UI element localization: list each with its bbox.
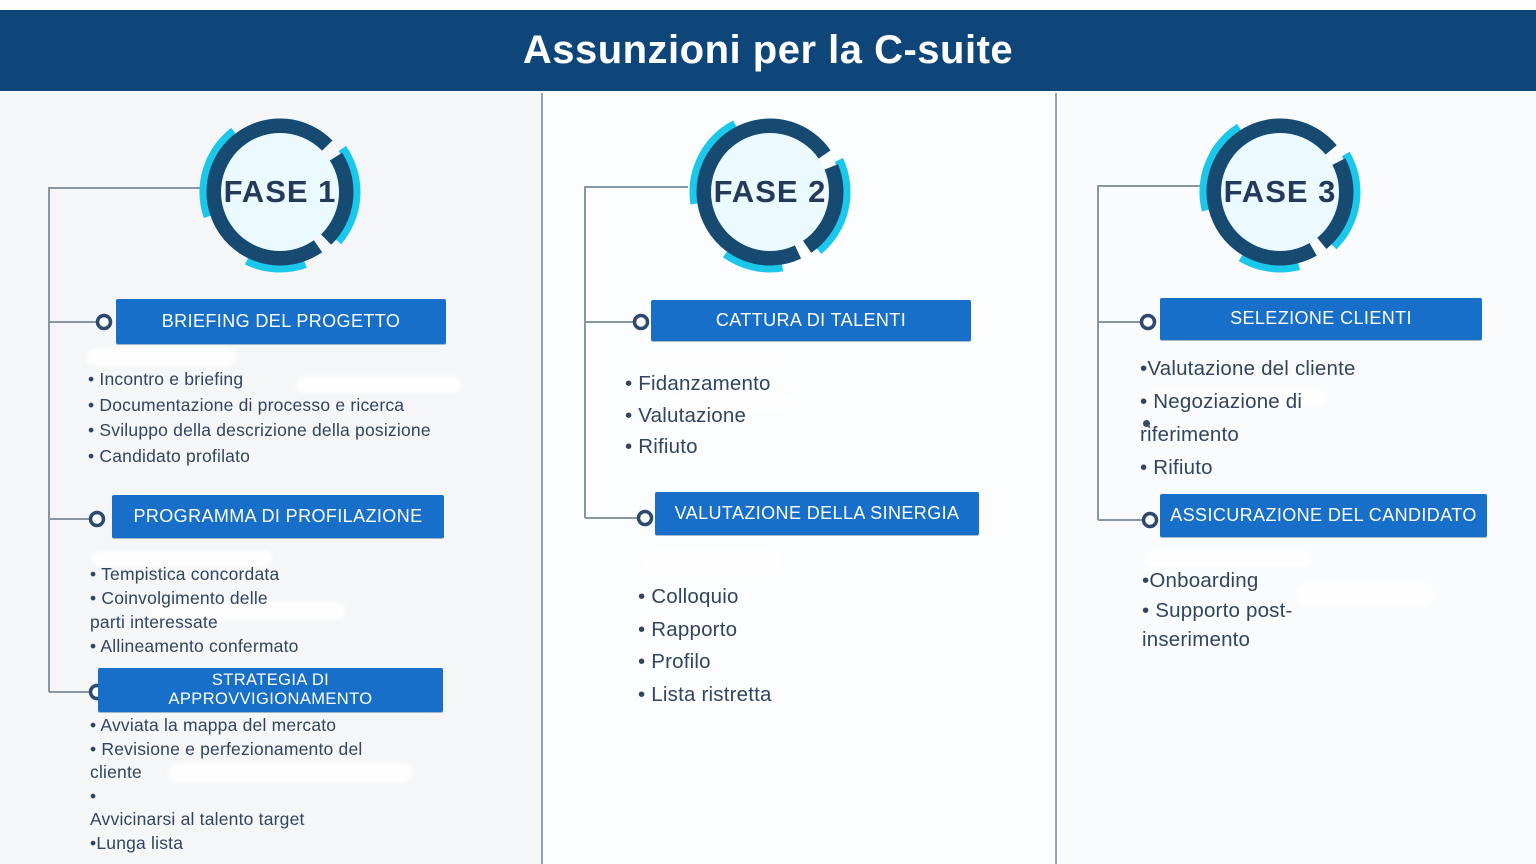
section-header-briefing-del-progetto: BRIEFING DEL PROGETTO xyxy=(116,299,446,344)
phase-badge-label: FASE 3 xyxy=(1223,174,1337,209)
phase-badge-3: FASE 3 xyxy=(1196,108,1364,276)
erased-text-smudge xyxy=(668,395,793,410)
phase-ring-icon xyxy=(1199,111,1361,273)
phase-ring-icon xyxy=(199,111,361,273)
phase-badge-label: FASE 2 xyxy=(713,174,827,209)
erased-text-smudge xyxy=(86,349,236,366)
phase-badge-label: FASE 1 xyxy=(223,174,337,209)
bullet-list-valutazione-della-sinergia: • Colloquio • Rapporto • Profilo • Lista… xyxy=(638,585,772,706)
phase-ring-icon xyxy=(689,111,851,273)
section-header-strategia-di-approvvigionamento: STRATEGIA DI APPROVVIGIONAMENTO xyxy=(98,668,443,712)
erased-text-smudge xyxy=(168,763,413,782)
erased-text-smudge xyxy=(645,550,780,577)
bullet-list-cattura-di-talenti: • Fidanzamento • Valutazione • Rifiuto xyxy=(625,372,771,458)
erased-text-smudge xyxy=(1146,551,1311,567)
bullet-list-briefing-del-progetto: • Incontro e briefing • Documentazione d… xyxy=(88,369,431,466)
erased-text-smudge xyxy=(638,352,778,369)
header-bar: Assunzioni per la C-suite xyxy=(0,10,1536,91)
erased-text-smudge xyxy=(1298,583,1433,606)
phase-badge-1: FASE 1 xyxy=(196,108,364,276)
bullet-list-programma-di-profilazione: • Tempistica concordata • Coinvolgimento… xyxy=(90,564,299,656)
bullet-list-strategia-di-approvvigionamento: • Avviata la mappa del mercato • Revisio… xyxy=(90,715,363,853)
erased-text-smudge xyxy=(296,377,461,393)
section-header-assicurazione-del-candidato: ASSICURAZIONE DEL CANDIDATO xyxy=(1160,494,1487,537)
column-divider-left xyxy=(541,93,543,864)
section-header-valutazione-della-sinergia: VALUTAZIONE DELLA SINERGIA xyxy=(655,492,979,535)
phase-badge-2: FASE 2 xyxy=(686,108,854,276)
bullet-list-selezione-clienti: •Valutazione del cliente • Negoziazione … xyxy=(1140,357,1356,479)
page-title: Assunzioni per la C-suite xyxy=(522,28,1014,72)
section-header-cattura-di-talenti: CATTURA DI TALENTI xyxy=(651,300,971,341)
section-header-selezione-clienti: SELEZIONE CLIENTI xyxy=(1160,298,1482,340)
stray-bullet-dot xyxy=(1143,420,1150,427)
column-divider-right xyxy=(1055,93,1057,864)
section-header-programma-di-profilazione: PROGRAMMA DI PROFILAZIONE xyxy=(112,495,444,538)
bullet-list-assicurazione-del-candidato: •Onboarding • Supporto post- inserimento xyxy=(1142,569,1293,651)
